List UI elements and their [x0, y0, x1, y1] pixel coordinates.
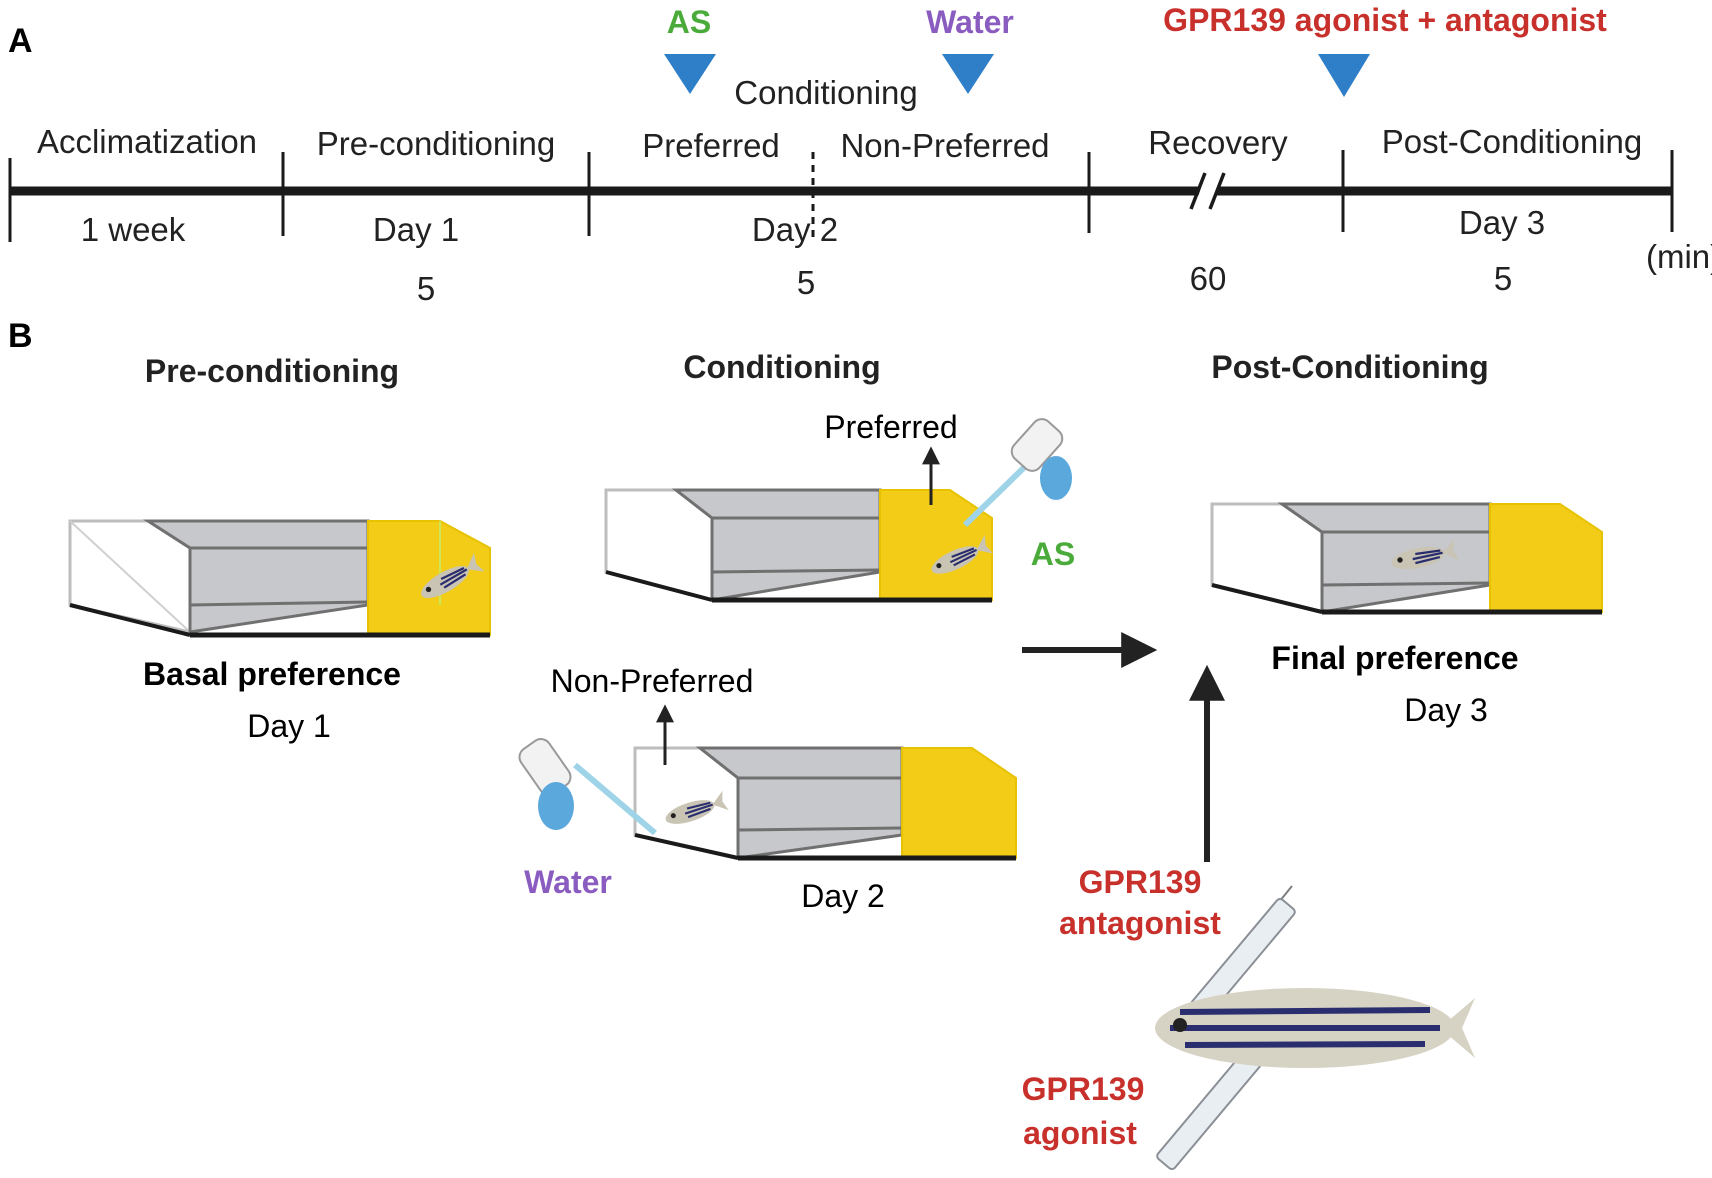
marker-as-label: AS [667, 4, 711, 40]
header-post-conditioning: Post-Conditioning [1211, 349, 1488, 385]
phase-post-conditioning: Post-Conditioning [1382, 123, 1643, 160]
tank-edge [1321, 581, 1491, 587]
day-label-1-week: 1 week [81, 211, 186, 248]
conditioning-water-label: Water [524, 864, 612, 900]
tank-edge [69, 520, 191, 633]
phase-non-preferred: Non-Preferred [840, 127, 1049, 164]
conditioning-label: Conditioning [734, 74, 917, 111]
axis-break-mark [1208, 172, 1226, 210]
tank-conditioning-non-preferred [633, 746, 1017, 861]
phase-acclimatization: Acclimatization [37, 123, 257, 160]
tank-edge [711, 568, 881, 574]
phase-preferred: Preferred [642, 127, 780, 164]
final-preference-day: Day 3 [1404, 692, 1488, 728]
marker-water-label: Water [926, 4, 1014, 40]
duration-post-conditioning: 5 [1494, 260, 1512, 297]
gpr139-agonist-line1: GPR139 [1022, 1071, 1145, 1107]
tank-base [605, 570, 713, 602]
axis-break-mark [1189, 172, 1207, 210]
fish-tail [1440, 998, 1475, 1058]
axis-break-gap [1195, 174, 1221, 210]
glove-hand [1040, 456, 1072, 500]
tank-post-conditioning [1210, 502, 1603, 615]
glove-hand [538, 782, 574, 830]
conditioning-as-label: AS [1031, 536, 1075, 572]
phase-pre-conditioning: Pre-conditioning [317, 125, 555, 162]
tank-base [634, 833, 739, 860]
panel-b-headers: Pre-conditioning Conditioning Post-Condi… [145, 349, 1489, 389]
marker-as-triangle [664, 54, 716, 94]
header-conditioning: Conditioning [683, 349, 880, 385]
pipette-body [1010, 418, 1064, 472]
day-label-day-2: Day 2 [752, 211, 838, 248]
marker-drugs-label: GPR139 agonist + antagonist [1163, 2, 1607, 38]
gpr139-antagonist-line1: GPR139 [1079, 864, 1202, 900]
fish-eye [1173, 1018, 1187, 1032]
syringe-barrel [1156, 1049, 1262, 1171]
zebrafish-injection-icon [1155, 988, 1475, 1068]
pipette-icon [518, 738, 657, 836]
conditioning-day: Day 2 [801, 878, 885, 914]
duration-labels: 5 5 60 5 (min) [417, 238, 1712, 307]
phase-recovery: Recovery [1148, 124, 1288, 161]
day-label-day-3: Day 3 [1459, 204, 1545, 241]
tank-pre-conditioning [68, 519, 491, 638]
timeline [8, 150, 1674, 242]
injection-labels: GPR139 antagonist GPR139 agonist [1022, 864, 1222, 1151]
pipette-icon [962, 418, 1072, 528]
tank-yellow-compartment [1489, 503, 1603, 613]
duration-recovery: 60 [1190, 260, 1227, 297]
tank-base [1211, 583, 1323, 614]
final-preference-title: Final preference [1271, 640, 1518, 676]
panel-a-letter: A [8, 22, 33, 60]
unit-label: (min) [1646, 238, 1712, 275]
tank-base [69, 603, 191, 637]
syringe-agonist-icon [1156, 1047, 1263, 1171]
basal-preference-title: Basal preference [143, 656, 401, 692]
tank-yellow-compartment [367, 520, 491, 636]
phase-labels: Acclimatization Pre-conditioning Preferr… [37, 74, 1642, 164]
tank-edge [737, 826, 903, 832]
conditioning-preferred-label: Preferred [824, 409, 957, 445]
markers: AS Water GPR139 agonist + antagonist [664, 2, 1607, 97]
header-pre-conditioning: Pre-conditioning [145, 353, 399, 389]
tank-conditioning-preferred [604, 488, 995, 603]
day-labels: 1 week Day 1 Day 2 Day 3 [81, 204, 1545, 248]
duration-conditioning: 5 [797, 264, 815, 301]
basal-preference-day: Day 1 [247, 708, 331, 744]
panel-b-letter: B [8, 317, 33, 355]
marker-water-triangle [942, 54, 994, 94]
tank-yellow-compartment [901, 747, 1017, 859]
tank-edge [189, 600, 369, 607]
conditioning-non-preferred-label: Non-Preferred [551, 663, 754, 699]
pipette-tip [573, 762, 657, 836]
tank-yellow-compartment [879, 489, 993, 601]
gpr139-agonist-line2: agonist [1023, 1115, 1137, 1151]
gpr139-antagonist-line2: antagonist [1059, 905, 1221, 941]
marker-drugs-triangle [1318, 54, 1370, 97]
fish-stripes [1170, 1007, 1440, 1048]
duration-pre-conditioning: 5 [417, 270, 435, 307]
day-label-day-1: Day 1 [373, 211, 459, 248]
